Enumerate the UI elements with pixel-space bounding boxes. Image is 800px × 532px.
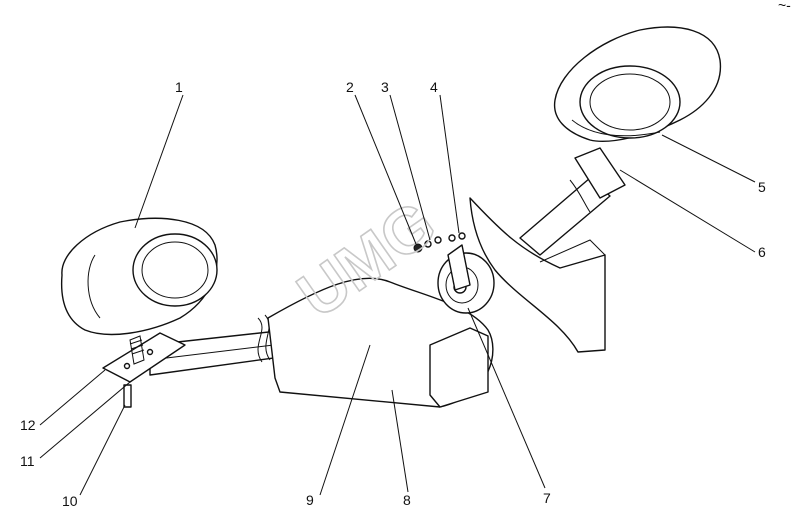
callout-6: 6 [758, 244, 766, 260]
leader-lines [39, 94, 756, 496]
callout-12: 12 [20, 417, 36, 433]
corner-mark: ~- [778, 0, 791, 13]
center-body [267, 277, 494, 408]
right-fender [469, 197, 606, 353]
callout-10: 10 [62, 493, 78, 509]
callout-7: 7 [543, 490, 551, 506]
callout-2: 2 [346, 79, 354, 95]
callout-1: 1 [175, 79, 183, 95]
left-bracket [102, 332, 186, 383]
callout-9: 9 [306, 492, 314, 508]
right-headlamp [553, 26, 722, 142]
wheel [437, 244, 495, 314]
right-arm-tube [519, 147, 626, 256]
small-hardware [413, 232, 466, 253]
callout-5: 5 [758, 179, 766, 195]
callout-11: 11 [20, 453, 35, 469]
callout-4: 4 [430, 79, 438, 95]
callout-labels: 1 2 3 4 5 6 7 8 9 10 11 12 [20, 79, 766, 509]
callout-3: 3 [381, 79, 389, 95]
callout-8: 8 [403, 492, 411, 508]
bolt [123, 384, 132, 408]
left-headlamp [60, 217, 218, 336]
